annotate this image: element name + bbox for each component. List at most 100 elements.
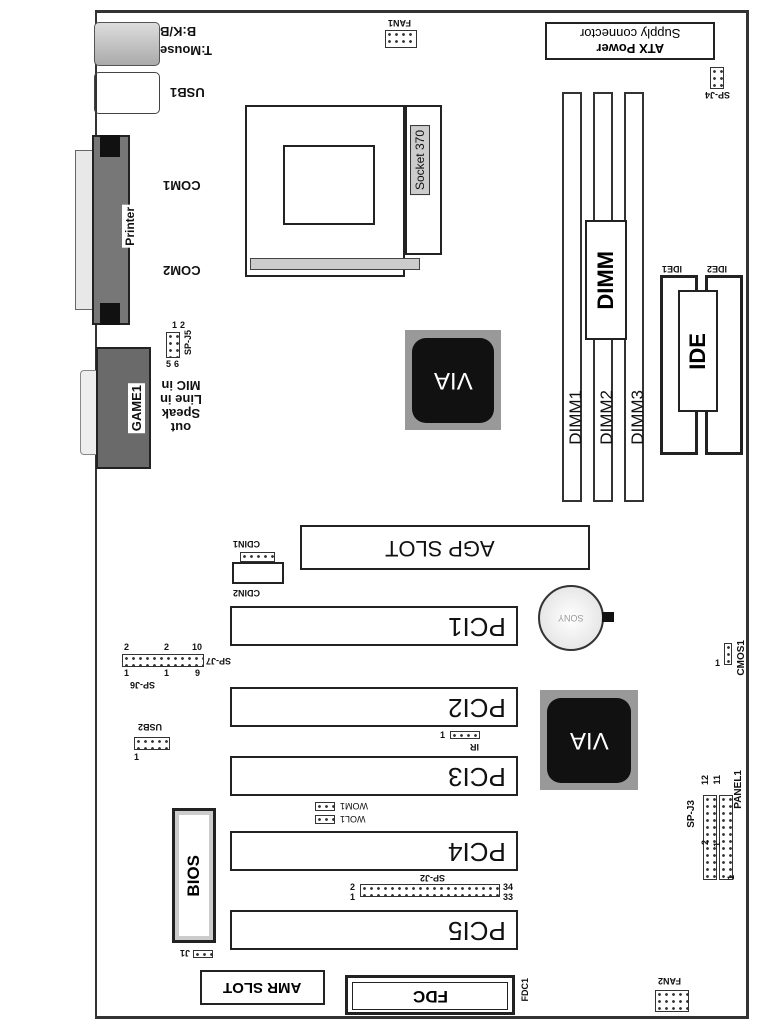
via-chip-label: VIA [433,367,473,394]
socket-lever [250,258,420,270]
ir-pin1: 1 [440,730,446,740]
bios-chip: BIOS [172,808,216,943]
ide1-label: IDE1 [662,264,683,274]
panel1-header [703,795,717,880]
dimm-label: DIMM [593,250,618,310]
cdin1-label: CDIN1 [233,539,261,549]
fan2-label: FAN2 [658,976,682,986]
spj5-pin5: 5 [166,359,172,369]
spj7-spj6-header [122,654,204,667]
pci-slot-3: PCI3 [230,756,518,796]
via-chip-label: VIA [569,727,609,754]
dimm2-label: DIMM2 [597,390,616,445]
ir-header [450,731,480,739]
spj7-pin1: 1 [164,668,170,678]
spj5-pin2: 2 [180,320,186,330]
pci2-label: PCI2 [448,692,506,723]
cmos1-jumper [724,643,732,665]
j1-label: J1 [180,948,191,958]
spj6-label: SP-J6 [130,680,156,690]
pci5-label: PCI5 [448,915,506,946]
usb2-header [134,737,170,750]
fdc1-label: FDC1 [520,978,530,1002]
usb2-pin1: 1 [134,752,140,762]
fan1-header [385,30,417,48]
ide-label: IDE [685,332,710,370]
fdc-connector: FDC [345,975,515,1015]
spj2-pin1: 1 [350,892,356,902]
battery-clip [602,612,614,622]
dimm-label-box: DIMM [585,220,627,340]
pci-slot-4: PCI4 [230,831,518,871]
dimm3-label: DIMM3 [628,390,647,445]
fan2-header [655,990,689,1012]
usb2-label: USB2 [138,722,163,732]
pci1-label: PCI1 [448,611,506,642]
ps2-mouse-label: T:Mouse [160,43,212,58]
spj7-label: SP-J7 [206,656,232,666]
battery-label: SONY [558,613,584,623]
socket-label: Socket 370 [410,125,430,196]
via-chip-south: VIA [540,690,638,790]
agp-label: AGP SLOT [385,535,495,561]
spj2-pin33: 33 [503,892,514,902]
spj7-pin9: 9 [195,668,201,678]
com1-label: COM1 [163,178,201,193]
ps2-connector [94,22,160,66]
j1-header [193,950,213,958]
usb1-connector [94,72,160,114]
pci-slot-5: PCI5 [230,910,518,950]
spj2-pin2: 2 [350,882,356,892]
com-screw-bottom [100,303,120,325]
panel-pin12: 12 [700,775,710,786]
spj2-pin34: 34 [503,882,514,892]
cmos1-label: CMOS1 [736,640,747,676]
ir-label: IR [470,742,479,752]
spj5-pin1: 1 [172,320,178,330]
wom1-header [315,802,335,811]
fdc-label: FDC [412,987,448,1006]
pci-slot-1: PCI1 [230,606,518,646]
wol1-label: WOL1 [340,814,366,824]
dimm1-label: DIMM1 [566,390,585,445]
spj2-label: SP-J2 [420,873,446,883]
atx-supply-label: Supply connector [579,26,681,41]
panel-pin1: 1 [712,842,722,848]
amr-slot: AMR SLOT [200,970,325,1005]
ps2-label: T:Mouse B:K/B [160,22,212,60]
spj4-label: SP-J4 [705,90,731,100]
com2-label: COM2 [163,263,201,278]
cpu-socket-center [283,145,375,225]
cdin2-connector [232,562,284,584]
spj5-label: SP-J5 [183,330,193,356]
mic-in-label: MIC in [161,378,201,393]
printer-label: Printer [122,205,138,248]
usb1-label: USB1 [170,85,205,100]
spj6-pin2: 2 [124,642,130,652]
spj6-pin1: 1 [124,668,130,678]
speak-label: Speak [161,406,201,421]
cmos1-pin1: 1 [715,658,721,668]
spj4-header [710,67,724,89]
ide-label-box: IDE [678,290,718,412]
game1-label: GAME1 [128,383,145,434]
ps2-kb-label: B:K/B [160,24,197,39]
wol1-header [315,815,335,824]
wom1-label: WOM1 [340,801,368,811]
ide2-label: IDE2 [707,264,728,274]
atx-power-label: ATX Power [596,41,664,56]
spj2-header [360,884,500,897]
audio-out-label: out [170,420,192,435]
panel1-label: PANEL1 [733,770,744,809]
spj5-header [166,332,180,358]
via-chip-north: VIA [405,330,501,430]
spj7-pin10: 10 [192,642,203,652]
panel-pin1b: 1 [726,875,736,881]
fan1-label: FAN1 [388,18,412,28]
pci-slot-2: PCI2 [230,687,518,727]
spj7-pin2: 2 [164,642,170,652]
panel-pin11: 11 [712,775,722,785]
